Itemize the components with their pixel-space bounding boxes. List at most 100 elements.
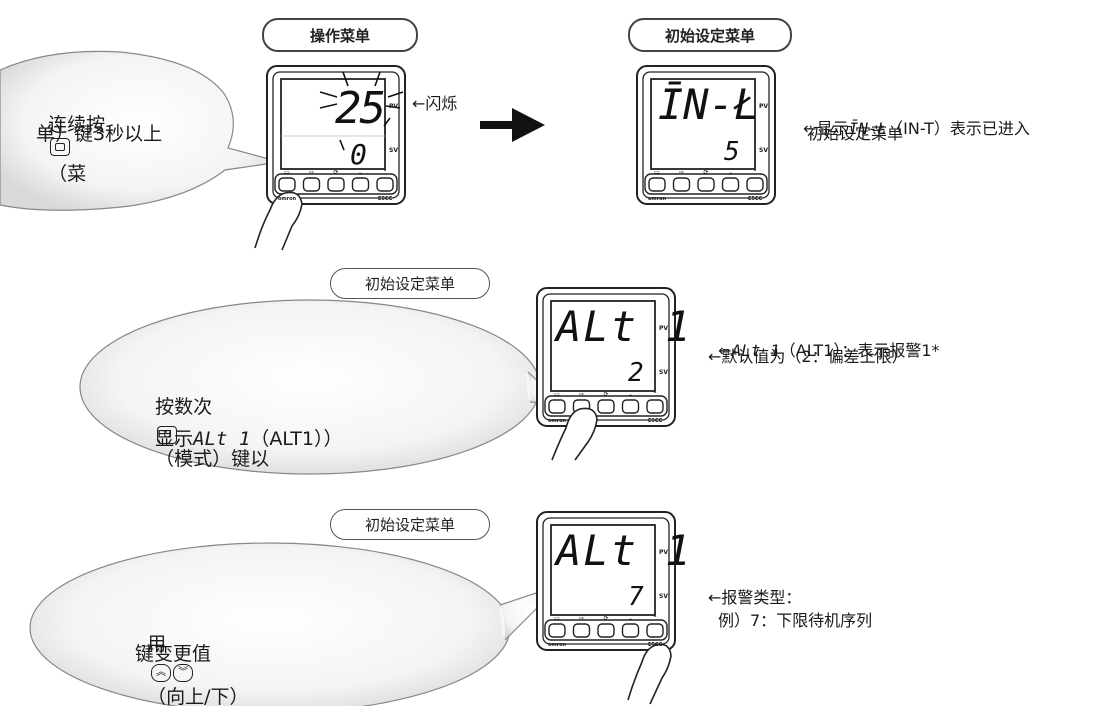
lcd-screen: [280, 78, 386, 170]
device3-pv-label: PV: [659, 325, 669, 332]
menu-key[interactable]: [548, 399, 566, 414]
up-key[interactable]: [746, 177, 764, 192]
up-key-icon: ⌃: [652, 615, 657, 622]
controller-device-1: [266, 65, 406, 205]
device4-sv-value: 7: [628, 582, 644, 612]
shift-key[interactable]: [597, 399, 615, 414]
up-key-icon: ⌃: [652, 391, 657, 398]
menu-key-icon: ▭: [654, 169, 660, 176]
text-segment: ←: [718, 341, 732, 360]
text-segment: 显示: [155, 428, 194, 450]
device4-brand: omron: [548, 642, 567, 648]
step2-note-line1: ←显示ĪN-Ł（IN-T）表示已进入: [793, 96, 1030, 139]
transition-arrow: [480, 108, 545, 142]
device3-brand: omron: [548, 418, 567, 424]
step3-note-line1: ←ALt 1（ALT1）：表示报警1*: [708, 318, 940, 361]
mode-key-icon: ⇨: [579, 615, 584, 622]
menu-key-icon: ▭: [554, 391, 560, 398]
step3-note-line2: ←默认值为（2：偏差上限）: [708, 347, 908, 366]
text-segment: （IN-T）表示已进入: [887, 119, 1030, 138]
text-segment: ←显示: [803, 119, 849, 138]
lcd-screen: [550, 524, 656, 616]
menu-key[interactable]: [548, 623, 566, 638]
shift-key-icon: ⟳: [703, 169, 708, 176]
text-segment: 按数次: [155, 396, 213, 418]
device1-brand: omron: [278, 196, 297, 202]
menu-key[interactable]: [278, 177, 296, 192]
device1-pv-value: 25: [335, 83, 386, 134]
mode-key[interactable]: [672, 177, 691, 192]
menu-key-icon: ▭: [554, 615, 560, 622]
controller-1-key-row: ▭⇨⟳⌄⌃: [274, 169, 398, 195]
text-segment: 连续按: [48, 114, 106, 136]
up-key[interactable]: [646, 399, 664, 414]
device3-sv-label: SV: [659, 369, 668, 376]
lcd-screen: [550, 300, 656, 392]
shift-key-icon: ⟳: [333, 169, 338, 176]
shift-key[interactable]: [697, 177, 715, 192]
device1-sv-label: SV: [389, 147, 398, 154]
step4-note-line1: ←报警类型：: [708, 588, 802, 607]
text-segment: （菜: [48, 163, 87, 185]
controller-4-key-row: ▭ ⇨ ⟳ ⌄ ⌃: [544, 615, 668, 641]
device2-brand: omron: [648, 196, 667, 202]
step1-bubble-line1: 连续按 （菜: [36, 88, 105, 186]
step4-bubble-line2: 键变更值: [135, 643, 212, 665]
lcd-screen: [650, 78, 756, 170]
bubble-step1: [0, 50, 281, 211]
menu-key[interactable]: [648, 177, 666, 192]
up-key[interactable]: [646, 623, 664, 638]
mode-key[interactable]: [302, 177, 321, 192]
down-key[interactable]: [351, 177, 370, 192]
mode-key-icon: ⇨: [309, 169, 314, 176]
device1-model: E5CC: [378, 196, 393, 202]
down-key[interactable]: [721, 177, 740, 192]
shift-key-icon: ⟳: [603, 615, 608, 622]
device3-sv-value: 2: [628, 358, 644, 388]
pill-label: 初始设定菜单: [664, 26, 755, 45]
device2-pv-value: ĪN-Ł: [658, 80, 760, 129]
down-key-icon: ⌄: [628, 391, 633, 398]
shift-key[interactable]: [597, 623, 615, 638]
code-segment: ĪN-Ł: [848, 119, 888, 138]
up-key[interactable]: [376, 177, 394, 192]
device1-pv-label: PV: [389, 103, 399, 110]
mode-key[interactable]: [572, 623, 591, 638]
device4-pv-value: ALt 1: [556, 526, 693, 575]
device4-pv-label: PV: [659, 549, 669, 556]
finger-hand-4: [627, 643, 672, 705]
text-segment: （ALT1）：表示报警1*: [779, 341, 940, 360]
controller-device-4: [536, 511, 676, 651]
device2-pv-label: PV: [759, 103, 769, 110]
code-segment: ALt 1: [731, 341, 780, 360]
step1-flash-note: ←闪烁: [412, 94, 458, 113]
pill-initial-menu-mid: 初始设定菜单: [330, 268, 490, 299]
shift-key-icon: ⟳: [603, 391, 608, 398]
pill-label: 初始设定菜单: [364, 516, 455, 534]
device4-model: E5CC: [648, 642, 663, 648]
shift-key[interactable]: [327, 177, 345, 192]
step3-bubble-line1: 按数次 ↻ （模式）键以: [143, 370, 269, 471]
step4-note-line2: 例）7：下限待机序列: [718, 611, 873, 630]
up-key-icon: ︽: [151, 664, 172, 682]
device2-sv-value: 5: [724, 137, 740, 167]
down-key-icon: ⌄: [628, 615, 633, 622]
up-key-icon: ⌃: [752, 169, 757, 176]
up-key-icon: ⌃: [382, 169, 387, 176]
down-key[interactable]: [621, 399, 640, 414]
down-key-icon: ⌄: [358, 169, 363, 176]
step1-bubble-line2: 单）键3秒以上: [36, 123, 163, 145]
step3-bubble-line2: 显示ALt 1（ALT1））: [143, 402, 342, 451]
bubble-step4: [29, 542, 561, 706]
down-key[interactable]: [621, 623, 640, 638]
device3-pv-value: ALt 1: [556, 302, 693, 351]
down-key-icon: ︾: [173, 664, 194, 682]
finger-hand-3: [551, 407, 598, 461]
flash-rays: [319, 71, 404, 151]
device2-model: E5CC: [748, 196, 763, 202]
text-segment: （ALT1））: [250, 428, 343, 450]
pill-initial-menu-bot: 初始设定菜单: [330, 509, 490, 540]
text-segment: （模式）键以: [155, 448, 270, 470]
menu-key-icon: [50, 138, 71, 156]
device2-sv-label: SV: [759, 147, 768, 154]
